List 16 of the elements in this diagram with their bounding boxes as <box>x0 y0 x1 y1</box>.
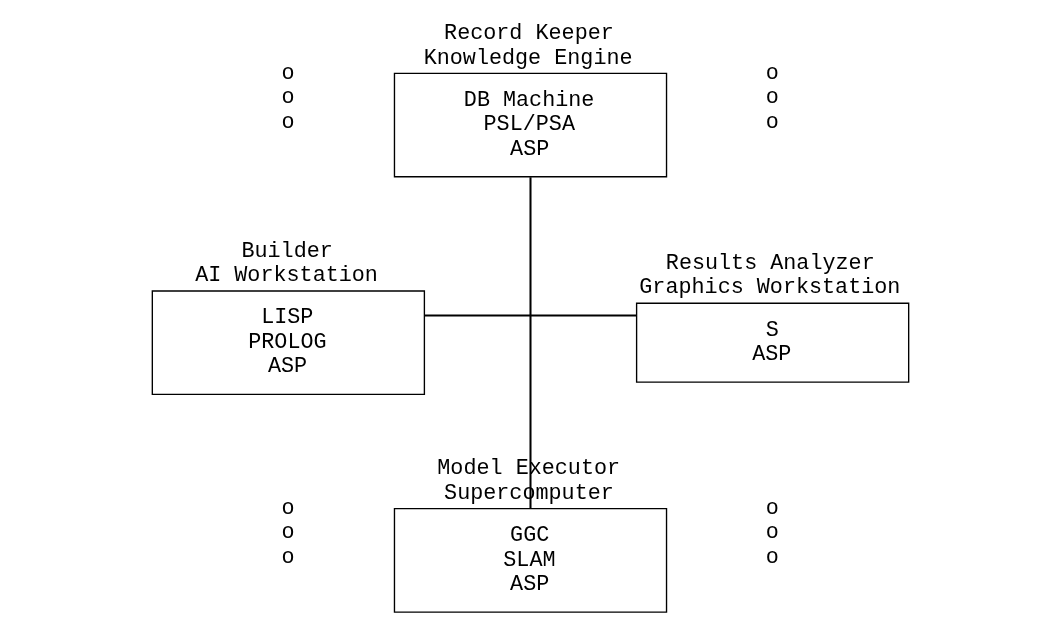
label: o o o <box>765 495 779 570</box>
connector <box>424 314 636 317</box>
node-box: GGC SLAM ASP <box>393 508 667 613</box>
node-label: Results Analyzer <box>665 250 875 276</box>
node-label: Builder <box>240 238 333 264</box>
node-box: LISP PROLOG ASP <box>151 290 425 396</box>
label: o o o <box>281 495 295 570</box>
connector <box>529 177 531 509</box>
node-label: Record Keeper <box>443 21 614 47</box>
node-label: Knowledge Engine <box>423 45 633 71</box>
node-box: DB Machine PSL/PSA ASP <box>393 72 667 178</box>
node-box: S ASP <box>635 302 909 383</box>
label: o o o <box>765 60 779 135</box>
node-label: AI Workstation <box>194 263 378 289</box>
label: o o o <box>281 60 295 135</box>
node-label: Graphics Workstation <box>638 275 900 301</box>
